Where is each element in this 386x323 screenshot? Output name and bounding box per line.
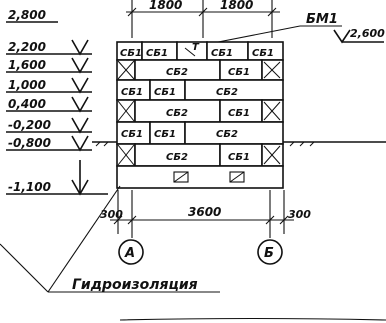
block-label-r5-1: СБ1 (121, 129, 143, 140)
block-label-r1-2: СБ1 (146, 48, 168, 59)
block-wall: СБ1 СБ1 СБ1 СБ1 Т СБ2 СБ1 СБ1 СБ1 СБ2 СБ… (116, 41, 284, 189)
bottom-dimension-middle: 3600 (188, 205, 221, 219)
bottom-line (119, 317, 386, 321)
lintel-callout: БМ1 2,600 (207, 12, 385, 45)
bottom-dimension-line: 300 3600 300 (100, 190, 311, 234)
axis-bubble-a (118, 239, 144, 265)
top-dimension-right: 1800 (220, 0, 253, 12)
level-mark-minus-1100: -1,100 (8, 180, 51, 194)
axis-label-a: А (124, 246, 135, 261)
level-mark-1600: 1,600 (8, 58, 46, 72)
bottom-dimension-right: 300 (288, 208, 311, 221)
block-label-r5-3: СБ2 (216, 129, 238, 140)
block-label-r2-2: СБ1 (228, 67, 250, 78)
block-label-r3-1: СБ1 (121, 87, 143, 98)
level-mark-0400: 0,400 (8, 97, 46, 111)
block-label-r1-1: СБ1 (120, 48, 142, 59)
block-label-r2-1: СБ2 (166, 67, 188, 78)
axis-bubble-b (257, 239, 283, 265)
lintel-mark: Т (192, 42, 200, 53)
axis-label-b: Б (264, 246, 274, 261)
block-label-r3-3: СБ2 (216, 87, 238, 98)
waterproofing-label: Гидроизоляция (72, 277, 198, 293)
waterproofing-callout: Гидроизоляция (0, 185, 220, 293)
level-mark-2800: 2,800 (8, 8, 46, 22)
axis-markers: А Б (118, 234, 283, 265)
block-label-r4-2: СБ1 (228, 108, 250, 119)
block-label-r6-1: СБ2 (166, 152, 188, 163)
top-dimension-left: 1800 (149, 0, 182, 12)
ground-line (92, 141, 386, 147)
block-label-r6-2: СБ1 (228, 152, 250, 163)
block-label-r1-3: СБ1 (211, 48, 233, 59)
level-mark-2200: 2,200 (8, 40, 46, 54)
level-marks: 2,800 2,200 1,600 1,000 0,400 -0,200 -0,… (6, 8, 108, 196)
level-mark-minus-0800: -0,800 (8, 136, 51, 150)
level-mark-1000: 1,000 (8, 78, 46, 92)
block-label-r4-1: СБ2 (166, 108, 188, 119)
foundation-course (116, 165, 284, 189)
top-dimension-line: 1800 1800 (126, 0, 280, 38)
block-label-r5-2: СБ1 (154, 129, 176, 140)
bottom-dimension-left: 300 (100, 208, 123, 221)
block-label-r3-2: СБ1 (154, 87, 176, 98)
level-mark-minus-0200: -0,200 (8, 118, 51, 132)
block-label-r1-4: СБ1 (252, 48, 274, 59)
lintel-label: БМ1 (306, 12, 338, 27)
lintel-level-mark: 2,600 (350, 27, 385, 40)
